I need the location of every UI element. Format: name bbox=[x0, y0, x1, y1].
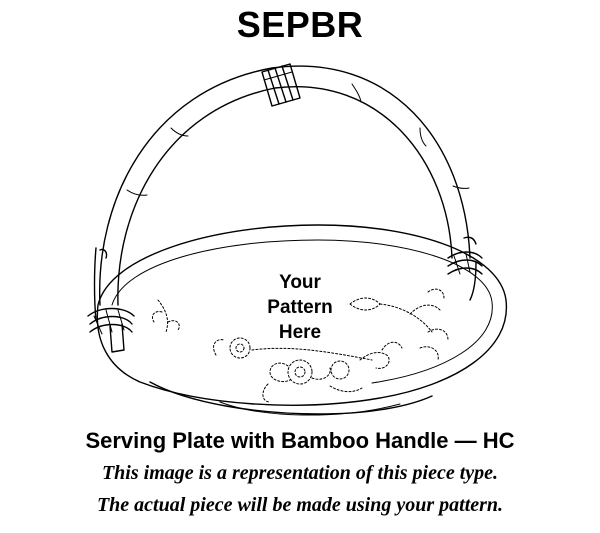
floral-decoration bbox=[151, 288, 449, 403]
pattern-line-your: Your bbox=[279, 272, 321, 293]
representation-note: This image is a representation of this p… bbox=[101, 462, 499, 484]
pattern-line-pattern: Pattern bbox=[267, 297, 333, 318]
product-code: SEPBR bbox=[236, 4, 364, 45]
pattern-line-here: Here bbox=[278, 322, 322, 343]
pattern-placeholder-text: Your Pattern Here bbox=[200, 270, 400, 345]
bamboo-handle bbox=[99, 65, 471, 306]
pattern-note: The actual piece will be made using your… bbox=[96, 494, 504, 516]
right-handle-post bbox=[447, 236, 483, 301]
plate bbox=[96, 224, 508, 416]
top-lashing bbox=[261, 63, 301, 107]
left-handle-post bbox=[87, 247, 135, 353]
product-caption: Serving Plate with Bamboo Handle — HC bbox=[85, 428, 515, 453]
